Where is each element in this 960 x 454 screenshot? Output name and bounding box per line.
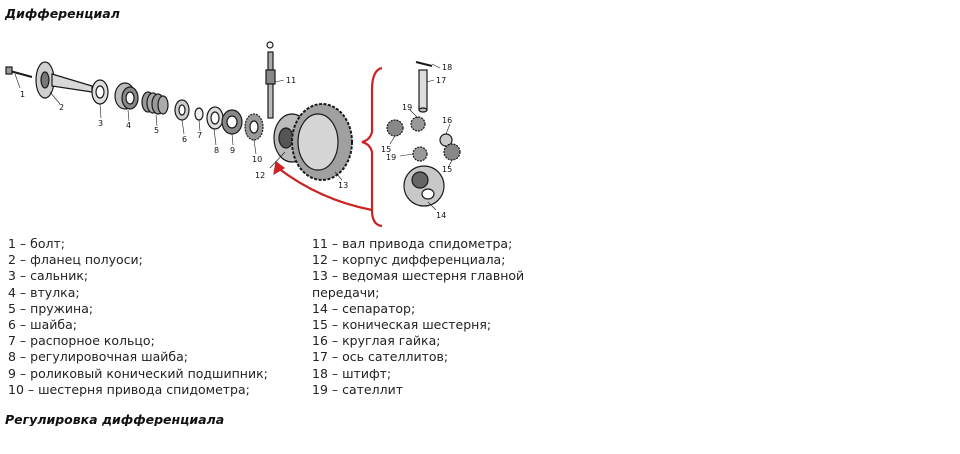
bushing-part [114,82,139,110]
satellite-axle-part [418,69,428,113]
callout-16: 16 [442,116,452,125]
speedometer-gear-part [244,113,264,141]
callout-5: 5 [154,126,159,135]
callout-17: 17 [436,76,446,85]
callout-1: 1 [20,90,25,99]
legend-left-column: 1 – болт; 2 – фланец полуоси; 3 – сальни… [8,236,308,398]
separator-part [403,165,445,207]
callout-12: 12 [255,171,265,180]
pin-part [415,61,433,67]
callout-14: 14 [436,211,446,220]
callout-18: 18 [442,63,452,72]
callout-6: 6 [182,135,187,144]
round-nut-part [439,133,453,147]
bevel-gear-part [443,143,461,161]
legend-item: 15 – коническая шестерня; [312,317,492,333]
legend-item: 17 – ось сателлитов; [312,349,449,365]
spring-part [141,91,169,115]
callout-15-right: 15 [442,165,452,174]
adjusting-shim-part [206,106,224,130]
legend-item: 4 – втулка; [8,284,80,300]
bolt-part [5,66,33,78]
driven-ring-gear-part [291,103,353,181]
callout-2: 2 [59,103,64,112]
legend-item: 19 – сателлит [312,381,403,397]
callout-3: 3 [98,119,103,128]
callout-8: 8 [214,146,219,155]
legend-item: 6 – шайба; [8,317,77,333]
callout-11: 11 [286,76,296,85]
callout-7: 7 [197,131,202,140]
satellite-gear-part [412,146,428,162]
legend-item: 7 – распорное кольцо; [8,333,155,349]
legend-item: 13 – ведомая шестерня главной передачи; [312,268,525,300]
legend-item: 9 – роликовый конический подшипник; [8,365,268,381]
page-title: Дифференциал [5,6,120,21]
legend-item: 18 – штифт; [312,365,392,381]
legend-item: 14 – сепаратор; [312,300,416,316]
callout-13: 13 [338,181,348,190]
callout-19-top: 19 [402,103,412,112]
callout-19-bottom: 19 [386,153,396,162]
bevel-gear-part [386,119,404,137]
legend-item: 3 – сальник; [8,268,89,284]
legend-item: 2 – фланец полуоси; [8,252,143,268]
satellite-gear-part [410,116,426,132]
callout-15-left: 15 [381,145,391,154]
legend-item: 1 – болт; [8,236,65,251]
legend-item: 8 – регулировочная шайба; [8,349,188,365]
legend-item: 5 – пружина; [8,300,94,316]
legend-item: 16 – круглая гайка; [312,333,441,349]
legend-item: 10 – шестерня привода спидометра; [8,381,250,397]
exploded-differential-drawing: 1 2 3 4 5 6 7 8 9 10 11 12 13 14 15 15 1… [5,41,461,228]
legend-item: 11 – вал привода спидометра; [312,236,513,251]
washer-part [174,99,190,121]
section-heading: Регулировка дифференциала [5,412,225,426]
legend-item: 12 – корпус дифференциала; [312,252,506,268]
callout-4: 4 [126,121,131,130]
speedometer-shaft-part [265,41,276,119]
callout-9: 9 [230,146,235,155]
axle-flange-part [35,61,93,99]
callout-10: 10 [252,155,262,164]
legend-right-column: 11 – вал привода спидометра; 12 – корпус… [312,236,552,398]
spacer-ring-part [194,107,204,121]
roller-bearing-part [221,109,243,135]
seal-part [91,79,109,105]
